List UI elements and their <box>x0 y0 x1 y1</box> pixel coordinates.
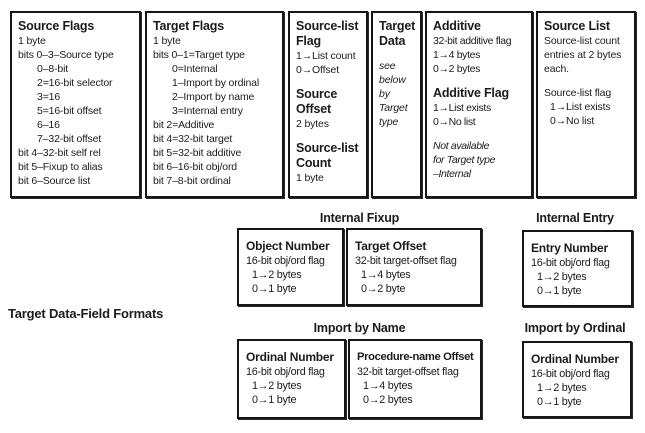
box-line: 0→1 byte <box>537 285 582 297</box>
box-line: 1→2 bytes <box>537 382 587 394</box>
box-line: 1→4 bytes <box>363 380 413 392</box>
box-line: 1 byte <box>296 172 324 184</box>
box-line: bit 4=32-bit target <box>153 133 233 145</box>
box-title: Ordinal Number <box>246 350 334 364</box>
box-line: 1 byte <box>18 35 46 47</box>
box-title: Target Flags <box>153 19 224 33</box>
target-offset-box: Target Offset 32-bit target-offset flag … <box>346 228 482 306</box>
box-line: 32-bit additive flag <box>433 35 512 47</box>
box-line: bit 6–16-bit obj/ord <box>153 161 237 173</box>
source-flags-box: Source Flags 1 byte bits 0–3–Source type… <box>10 11 141 198</box>
import-by-name-header: Import by Name <box>313 321 406 335</box>
box-line: 32-bit target-offset flag <box>355 255 457 267</box>
box-line: bit 5=32-bit additive <box>153 147 242 159</box>
box-line: 16-bit obj/ord flag <box>531 368 610 380</box>
procedure-name-offset-box: Procedure-name Offset 32-bit target-offs… <box>348 339 482 419</box>
spacer <box>296 77 362 87</box>
box-line: 0→No list <box>550 115 595 127</box>
entry-number-box: Entry Number 16-bit obj/ord flag 1→2 byt… <box>522 230 633 307</box>
box-line: 1→List exists <box>550 101 611 113</box>
box-note: for Target type <box>433 154 496 166</box>
box-line: 3=16 <box>37 91 61 103</box>
box-line: 16-bit obj/ord flag <box>531 257 610 269</box>
box-note: see below by Target type <box>379 60 408 128</box>
box-line: 2–Import by name <box>172 91 255 103</box>
box-line: 1→List count <box>296 50 356 62</box>
box-line: bits 0–1=Target type <box>153 49 245 61</box>
box-note: –Internal <box>433 168 471 180</box>
box-line: 0→2 byte <box>361 283 406 295</box>
import-by-ordinal-header: Import by Ordinal <box>524 321 626 335</box>
box-line: 1→2 bytes <box>537 271 587 283</box>
box-line: 1→4 bytes <box>361 269 411 281</box>
spacer <box>379 49 416 59</box>
box-line: 16-bit obj/ord flag <box>246 255 325 267</box>
box-line: 6–16 <box>37 119 60 131</box>
spacer <box>296 131 362 141</box>
box-line: 0→Offset <box>296 64 339 76</box>
box-title: Source List <box>544 19 610 33</box>
box-line: bit 4–32-bit self rel <box>18 147 101 159</box>
box-line: 0→No list <box>433 116 476 128</box>
box-line: 0→2 bytes <box>433 63 481 75</box>
box-line: 2 bytes <box>296 118 329 130</box>
box-line: 1→List exists <box>433 102 491 114</box>
box-line: Source-list count entries at 2 bytes eac… <box>544 35 622 75</box>
box-title: Target Data <box>379 19 416 48</box>
box-line: 1 byte <box>153 35 181 47</box>
box-title: Object Number <box>246 239 330 253</box>
object-number-box: Object Number 16-bit obj/ord flag 1→2 by… <box>237 228 344 306</box>
box-line: bit 6–Source list <box>18 175 91 187</box>
box-title: Entry Number <box>531 241 608 255</box>
box-line: 5=16-bit offset <box>37 105 102 117</box>
ordinal-number-box: Ordinal Number 16-bit obj/ord flag 1→2 b… <box>522 341 632 418</box>
source-list-box: Source List Source-list count entries at… <box>536 11 636 198</box>
target-data-box: Target Data see below by Target type <box>371 11 422 198</box>
ordinal-number-box: Ordinal Number 16-bit obj/ord flag 1→2 b… <box>237 339 346 419</box>
box-line: 3=Internal entry <box>172 105 243 117</box>
box-line: 0→1 byte <box>537 396 582 408</box>
box-line: 0→2 bytes <box>363 394 413 406</box>
box-title: Source-list Flag <box>296 19 359 48</box>
box-title: Ordinal Number <box>531 352 619 366</box>
box-subheading: Source-list Count <box>296 141 359 170</box>
section-label: Target Data-Field Formats <box>8 306 164 321</box>
box-line: 2=16-bit selector <box>37 77 113 89</box>
box-line: bit 2=Additive <box>153 119 215 131</box>
box-note: Not available <box>433 140 490 152</box>
internal-entry-header: Internal Entry <box>536 211 614 225</box>
box-line: 1–Import by ordinal <box>172 77 260 89</box>
additive-box: Additive 32-bit additive flag 1→4 bytes … <box>425 11 533 198</box>
box-subheading: Additive Flag <box>433 86 509 100</box>
source-list-flag-box: Source-list Flag 1→List count 0→Offset S… <box>288 11 368 198</box>
box-line: 32-bit target-offset flag <box>357 366 459 378</box>
box-line: 1→2 bytes <box>252 269 302 281</box>
box-line: 7–32-bit offset <box>37 133 102 145</box>
box-line: 0→1 byte <box>252 394 297 406</box>
box-subheading: Source Offset <box>296 87 338 116</box>
box-title: Source Flags <box>18 19 95 33</box>
box-line: 16-bit obj/ord flag <box>246 366 325 378</box>
spacer <box>433 129 527 139</box>
box-line: 0=Internal <box>172 63 218 75</box>
spacer <box>433 76 527 86</box>
internal-fixup-header: Internal Fixup <box>319 211 400 225</box>
box-line: 1→4 bytes <box>433 49 481 61</box>
box-title: Target Offset <box>355 239 427 253</box>
box-line: bits 0–3–Source type <box>18 49 114 61</box>
box-line: 0→1 byte <box>252 283 297 295</box>
target-flags-box: Target Flags 1 byte bits 0–1=Target type… <box>145 11 284 198</box>
box-line: 1→2 bytes <box>252 380 302 392</box>
box-title: Additive <box>433 19 481 33</box>
spacer <box>544 76 630 86</box>
box-line: bit 7–8-bit ordinal <box>153 175 231 187</box>
box-line: Source-list flag <box>544 87 612 99</box>
box-line: bit 5–Fixup to alias <box>18 161 103 173</box>
box-line: 0–8-bit <box>37 63 69 75</box>
box-title: Procedure-name Offset <box>357 351 474 363</box>
